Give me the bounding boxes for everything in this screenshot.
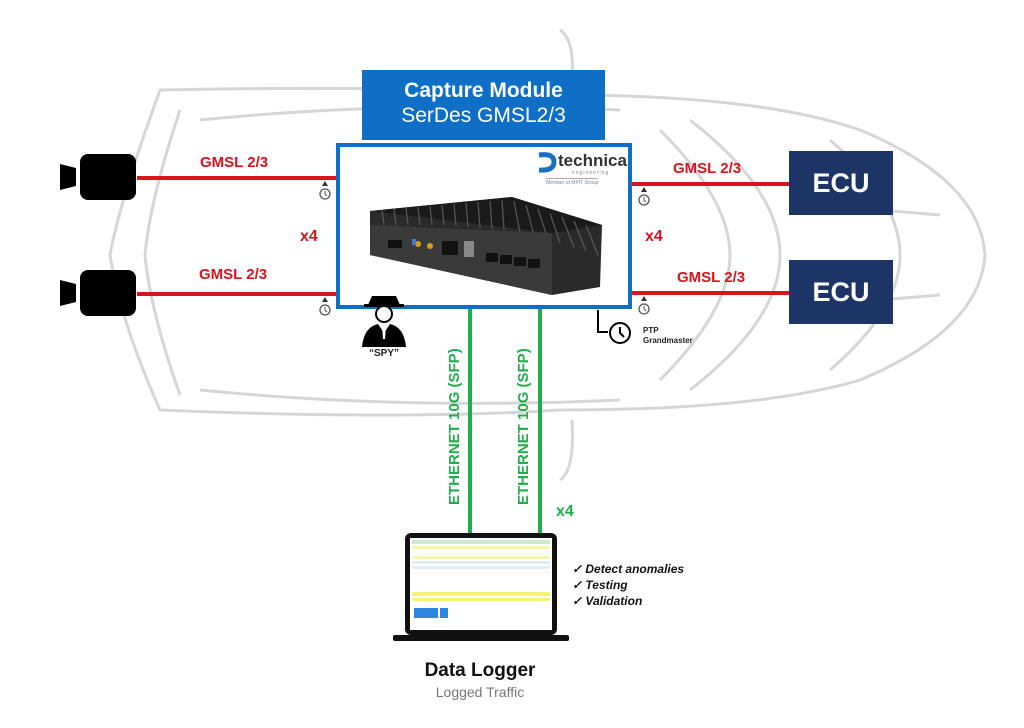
gmsl-label: GMSL 2/3 [673, 160, 742, 177]
technica-logo: technica engineering Member of MPIT Grou… [536, 149, 630, 189]
spy-label: “SPY” [369, 348, 400, 359]
camera-icon [60, 270, 136, 316]
timestamp-clock-icon [638, 187, 650, 206]
spy-icon [362, 296, 406, 347]
capture-module-header: Capture Module SerDes GMSL2/3 [362, 70, 605, 140]
technica-member: Member of MPIT Group [546, 178, 599, 186]
ethernet-label: ETHERNET 10G (SFP) [515, 348, 532, 505]
feature-item: ✓ Testing [572, 578, 628, 592]
ethernet-link-2 [538, 309, 542, 535]
module-subtitle: SerDes GMSL2/3 [401, 104, 566, 127]
laptop-icon [393, 533, 569, 641]
timestamp-clock-icon [319, 181, 331, 200]
technica-brand: technica [558, 151, 627, 170]
data-logger-title: Data Logger [424, 660, 536, 681]
ptp-label-line2: Grandmaster [643, 336, 693, 345]
module-title: Capture Module [404, 79, 563, 102]
timestamp-clock-icon [319, 297, 331, 316]
logger-features: ✓ Detect anomalies ✓ Testing ✓ Validatio… [572, 561, 684, 609]
gmsl-link-ecu-top [632, 182, 790, 186]
ethernet-label: ETHERNET 10G (SFP) [446, 348, 463, 505]
ethernet-link-1 [468, 309, 472, 535]
gmsl-label: GMSL 2/3 [199, 266, 268, 283]
ecu-multiplier: x4 [645, 228, 663, 245]
gmsl-label: GMSL 2/3 [677, 269, 746, 286]
timestamp-clock-icon [638, 296, 650, 315]
gmsl-label: GMSL 2/3 [200, 154, 269, 171]
capture-module-box: technica engineering Member of MPIT Grou… [336, 143, 632, 309]
ptp-clock-icon [597, 310, 631, 344]
technica-logo-icon [538, 152, 557, 173]
capture-device-image [370, 197, 602, 295]
camera-multiplier: x4 [300, 228, 318, 245]
ecu-box: ECU [789, 260, 893, 324]
ptp-label-line1: PTP [643, 326, 659, 335]
feature-item: ✓ Detect anomalies [572, 562, 685, 576]
gmsl-link-ecu-bottom [632, 291, 790, 295]
ethernet-multiplier: x4 [556, 503, 574, 520]
camera-icon [60, 154, 136, 200]
gmsl-link-camera-bottom [137, 292, 337, 296]
ecu-box: ECU [789, 151, 893, 215]
data-logger-subtitle: Logged Traffic [435, 684, 525, 700]
technica-brand-sub: engineering [572, 170, 610, 176]
ptp-label: PTP Grandmaster [643, 326, 693, 346]
gmsl-link-camera-top [137, 176, 337, 180]
feature-item: ✓ Validation [572, 594, 643, 608]
